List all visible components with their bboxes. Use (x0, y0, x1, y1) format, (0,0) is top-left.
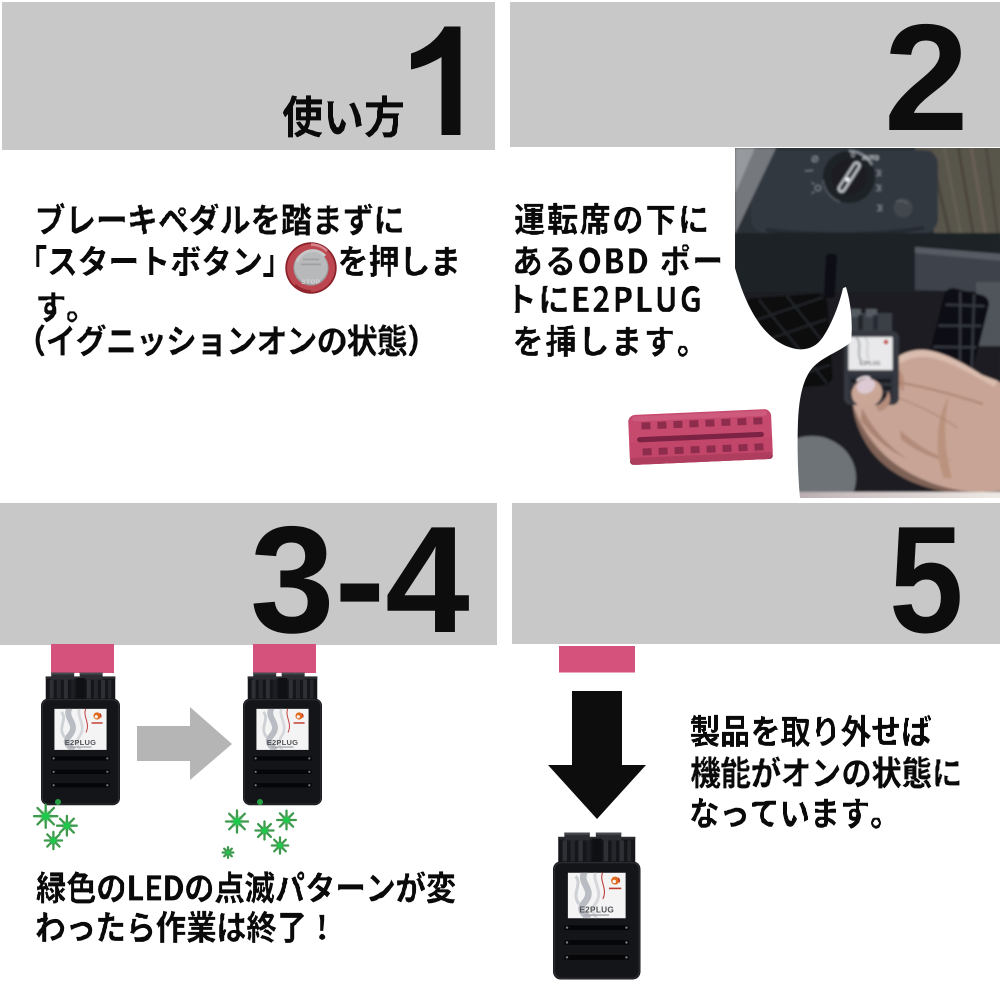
svg-text:0: 0 (851, 152, 855, 159)
svg-text:AUTO: AUTO (862, 156, 879, 162)
svg-text:STOP: STOP (301, 279, 321, 286)
svg-text:E2PLUG: E2PLUG (860, 361, 881, 367)
